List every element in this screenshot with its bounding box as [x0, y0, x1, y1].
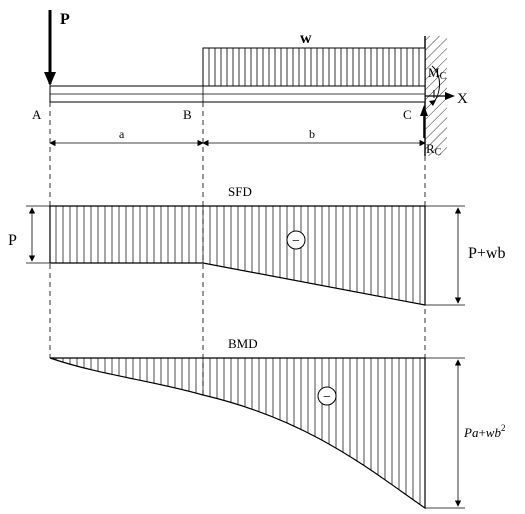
- sfd-negative-sign-circle: [286, 230, 306, 250]
- bmd-negative-sign-circle: [317, 386, 337, 406]
- point-c-label: C: [403, 107, 412, 122]
- distributed-load-hatching: [208, 48, 420, 86]
- beam-section: P w A B C MC RC X a b: [32, 10, 468, 158]
- moment-label: MC: [428, 65, 447, 82]
- sfd-hatching: [55, 206, 421, 305]
- sfd-outline: [49, 205, 426, 306]
- reaction-label: RC: [426, 141, 442, 158]
- load-p-label: P: [60, 11, 70, 28]
- bmd-section: BMD Pa+wb2 −: [49, 336, 505, 510]
- bmd-outline: [49, 357, 426, 510]
- x-axis-label: X: [457, 91, 468, 107]
- load-w-label: w: [300, 30, 312, 47]
- bmd-right-value: Pa+wb2: [463, 423, 505, 440]
- sfd-section: SFD P P+wb −: [8, 184, 505, 306]
- distributed-load: [202, 47, 426, 87]
- bmd-hatching: [55, 358, 421, 508]
- point-a-label: A: [32, 107, 42, 122]
- span-b-label: b: [309, 127, 315, 141]
- bmd-title: BMD: [228, 336, 258, 351]
- sfd-sign: −: [292, 234, 300, 249]
- guide-lines: [49, 102, 426, 395]
- point-b-label: B: [183, 107, 192, 122]
- span-a-label: a: [119, 127, 125, 141]
- sfd-right-value: P+wb: [468, 245, 505, 262]
- sfd-title: SFD: [228, 184, 252, 199]
- sfd-left-value: P: [8, 232, 17, 249]
- bmd-sign: −: [323, 390, 331, 405]
